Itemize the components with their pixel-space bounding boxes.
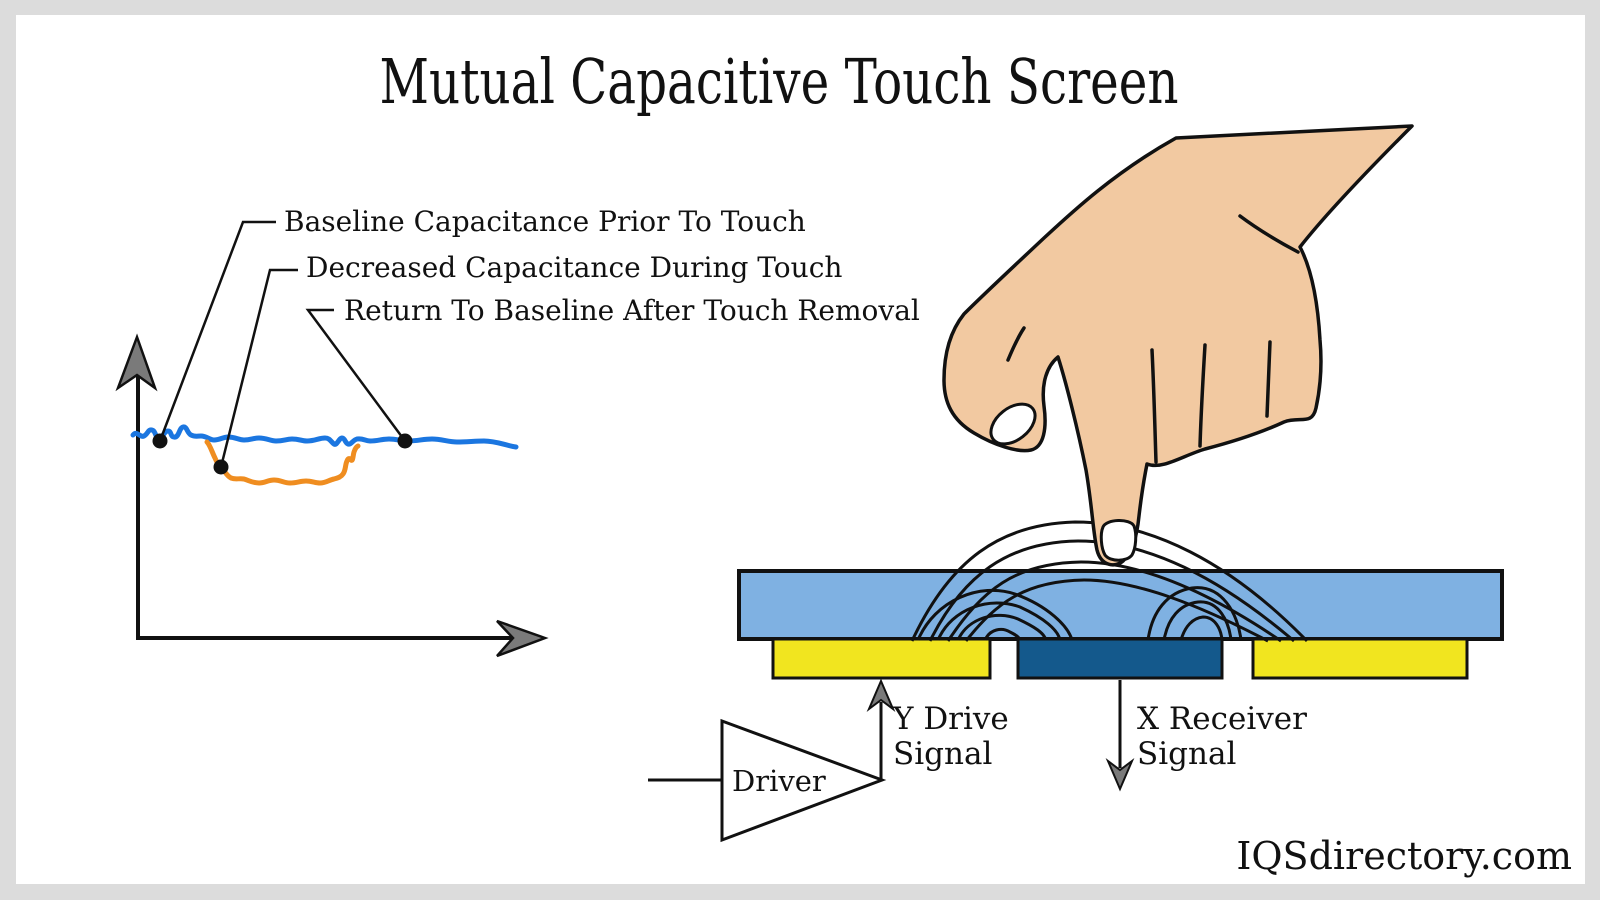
field-arc-over-2 xyxy=(928,539,1295,643)
label-decreased-capacitance: Decreased Capacitance During Touch xyxy=(306,251,842,284)
drive-electrode-right xyxy=(1251,637,1469,680)
y-axis-arrowhead-icon xyxy=(115,333,158,392)
field-arc-over-3 xyxy=(946,560,1282,643)
receiver-electrode xyxy=(1016,637,1224,680)
field-arch-left-4 xyxy=(983,627,1022,641)
field-arch-right-2 xyxy=(1162,600,1233,641)
y-drive-arrowhead-icon xyxy=(866,678,896,713)
x-receiver-signal-line1: X Receiver xyxy=(1137,701,1307,737)
x-axis-arrowhead-icon xyxy=(496,619,549,658)
index-fingernail xyxy=(1099,519,1138,562)
touch-panel-stack xyxy=(737,520,1504,680)
index-middle-crease xyxy=(1150,348,1158,464)
field-arc-over-4 xyxy=(964,578,1269,643)
marker-dot-decreased xyxy=(213,459,229,475)
driver-circuit: Driver Y Drive Signal X Receiver Signal xyxy=(648,678,1307,843)
field-arc-over-1 xyxy=(910,520,1309,643)
middle-ring-crease xyxy=(1198,343,1207,448)
driver-label: Driver xyxy=(732,764,826,798)
x-receiver-signal-line2: Signal xyxy=(1137,736,1236,772)
thumb-crease xyxy=(1006,326,1026,362)
hand-creases xyxy=(1006,214,1300,464)
x-receiver-arrowhead-icon xyxy=(1105,757,1135,792)
leader-baseline xyxy=(158,220,276,442)
field-arch-right-3 xyxy=(1179,615,1224,641)
label-baseline-capacitance: Baseline Capacitance Prior To Touch xyxy=(284,205,806,238)
marker-dot-return xyxy=(397,433,413,449)
field-arch-left-1 xyxy=(916,588,1074,641)
driver-amplifier-triangle xyxy=(720,718,887,843)
leader-decreased xyxy=(219,268,298,468)
drive-electrode-left xyxy=(771,637,992,680)
wrist-crease xyxy=(1238,214,1300,254)
thumbnail xyxy=(989,402,1037,446)
ring-pinky-crease xyxy=(1265,340,1272,418)
marker-dot-baseline xyxy=(152,433,168,449)
field-arch-right-1 xyxy=(1146,586,1243,641)
capacitance-graph: Baseline Capacitance Prior To Touch Decr… xyxy=(115,205,920,658)
watermark: IQSdirectory.com xyxy=(1236,834,1572,878)
hand-outline xyxy=(942,124,1414,567)
cover-glass-panel xyxy=(737,569,1504,641)
touch-dip-curve xyxy=(204,439,361,486)
field-arch-left-2 xyxy=(936,601,1062,641)
y-drive-signal-line1: Y Drive xyxy=(892,701,1009,737)
graph-axes xyxy=(136,348,512,640)
y-drive-signal-line2: Signal xyxy=(893,736,992,772)
leader-return xyxy=(305,308,407,442)
field-lines xyxy=(910,520,1309,643)
label-return-baseline: Return To Baseline After Touch Removal xyxy=(344,294,920,327)
page-title: Mutual Capacitive Touch Screen xyxy=(379,46,1178,118)
field-arch-left-3 xyxy=(956,613,1048,641)
touching-hand xyxy=(942,124,1414,567)
